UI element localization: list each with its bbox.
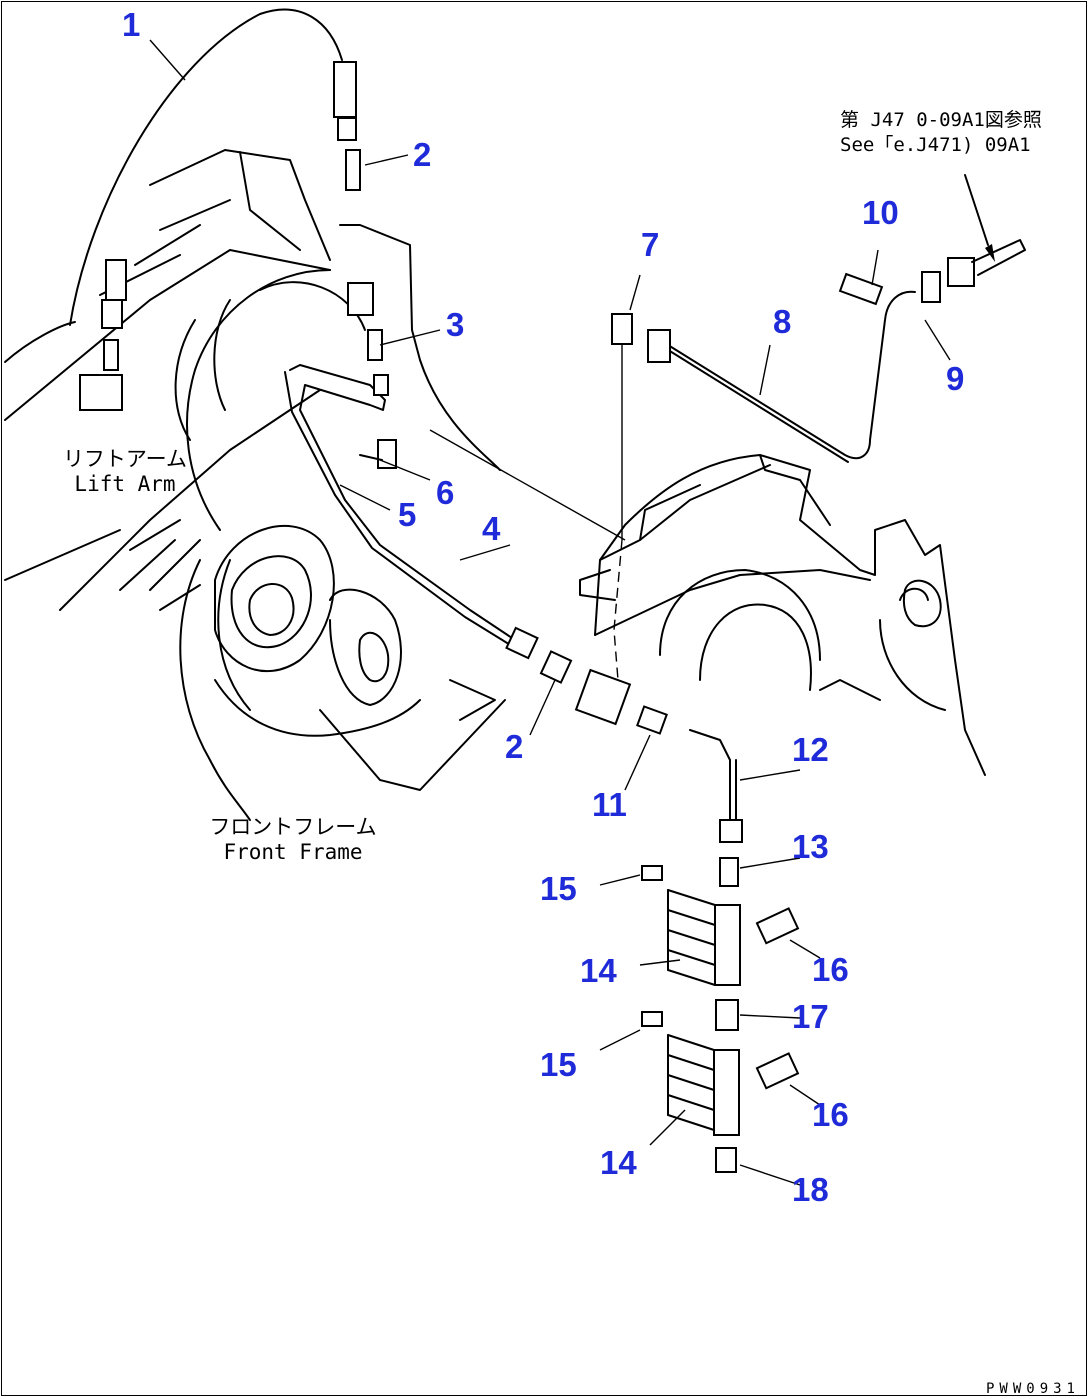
lift-arm-label-en: Lift Arm [74,472,176,496]
callout-10: 10 [862,194,899,231]
callout-11: 11 [592,786,627,823]
callout-15-upper: 15 [540,870,577,907]
callout-17: 17 [792,998,829,1035]
front-frame-label-en: Front Frame [223,840,363,864]
front-frame-label-jp: フロントフレーム [209,815,377,839]
lift-arm-label: リフトアーム Lift Arm [50,447,200,497]
manifold-lower [667,1034,800,1136]
callout-16-upper: 16 [812,951,849,988]
callout-15-lower: 15 [540,1046,577,1083]
reference-note-en: See「e.J471) 09A1 [840,134,1031,156]
callout-8: 8 [773,303,792,340]
callout-14-lower: 14 [600,1144,637,1181]
callout-12: 12 [792,731,829,768]
callout-2-upper: 2 [413,136,432,173]
manifold-upper [667,889,800,986]
callout-5: 5 [398,496,417,533]
drawing-code: PWW0931 [985,1381,1080,1397]
hose-item1-top [333,61,357,141]
callout-13: 13 [792,828,829,865]
front-frame-label: フロントフレーム Front Frame [198,815,388,865]
callout-18: 18 [792,1171,829,1208]
callout-4: 4 [482,510,501,547]
callout-16-lower: 16 [812,1096,849,1133]
reference-note-jp: 第 J47 0-09A1図参照 [840,109,1042,131]
callout-1: 1 [122,6,141,43]
callout-2-lower: 2 [505,728,524,765]
callout-6: 6 [436,474,455,511]
lift-arm-label-jp: リフトアーム [62,447,188,471]
callout-7: 7 [641,226,660,263]
callout-9: 9 [946,360,965,397]
reference-note: 第 J47 0-09A1図参照 See「e.J471) 09A1 [840,108,1080,158]
callout-14-upper: 14 [580,952,617,989]
callout-3: 3 [446,306,465,343]
